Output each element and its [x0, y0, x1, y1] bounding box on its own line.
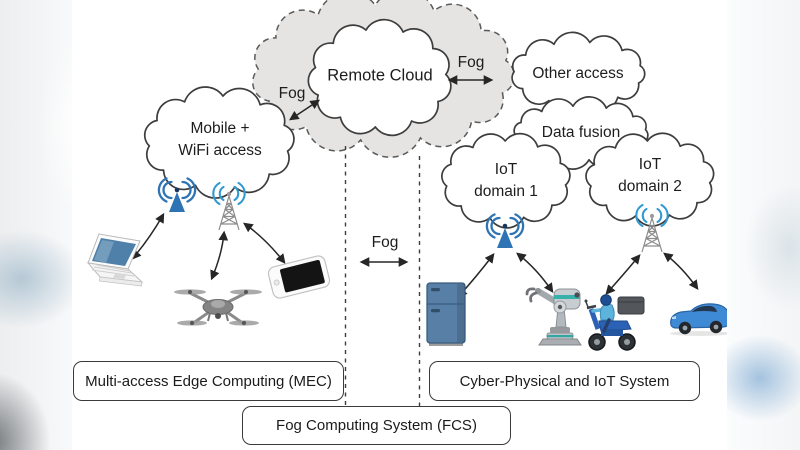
robot-arm-icon [525, 287, 582, 346]
data-fusion-label: Data fusion [541, 124, 621, 141]
mec-box-label: Multi-access Edge Computing (MEC) [85, 372, 332, 390]
mobile-wifi-label: Mobile + WiFi access [178, 120, 262, 159]
laptop-icon [86, 233, 144, 287]
arrow-scooter-tower [605, 254, 641, 295]
remote-cloud-label: Remote Cloud [327, 66, 433, 85]
mec-box: Multi-access Edge Computing (MEC) [73, 361, 344, 401]
cyber-physical-box-label: Cyber-Physical and IoT System [459, 372, 670, 390]
cyber-physical-box: Cyber-Physical and IoT System [429, 361, 700, 401]
drone-icon [174, 289, 262, 326]
arrow-laptop-ap [131, 212, 165, 260]
remote-cloud-shape [307, 18, 452, 137]
fog-label-middle: Fog [371, 234, 399, 251]
iot-domain-1-label: IoT domain 1 [474, 161, 538, 200]
arrow-robot-ap [516, 252, 554, 294]
smartphone-icon [267, 255, 331, 299]
fog-label-right: Fog [457, 54, 485, 71]
fcs-box-label: Fog Computing System (FCS) [276, 417, 477, 434]
iot-domain-1-cloud-shape [441, 132, 571, 229]
arrow-phone-tower [243, 222, 286, 264]
left-blur-edge [0, 0, 72, 450]
delivery-scooter-icon [584, 294, 645, 351]
arrow-car-tower [663, 252, 699, 290]
car-icon [670, 303, 731, 336]
mobile-wifi-cloud-shape [143, 86, 295, 199]
arrow-drone-tower [210, 230, 229, 281]
fridge-icon [426, 282, 466, 346]
other-access-label: Other access [532, 65, 624, 82]
right-blur-edge [727, 0, 800, 450]
arrow-fog-left [288, 99, 321, 121]
iot-domain-2-label: IoT domain 2 [618, 156, 682, 195]
iot-domain-2-cloud-shape [585, 132, 715, 227]
arrows [131, 75, 699, 298]
fcs-box: Fog Computing System (FCS) [242, 406, 511, 445]
fog-label-left: Fog [278, 85, 306, 102]
